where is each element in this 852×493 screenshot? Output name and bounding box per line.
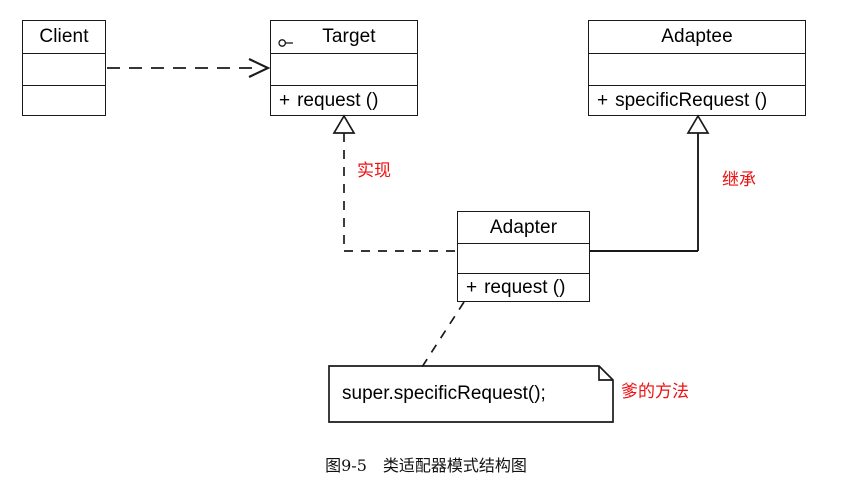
class-attributes-client xyxy=(23,53,105,85)
class-attributes-adaptee xyxy=(589,53,805,85)
interface-lollipop-icon xyxy=(278,32,296,47)
operation-name-adapter: request () xyxy=(484,276,566,298)
class-box-target[interactable]: Target + request () xyxy=(270,20,418,116)
class-box-adapter[interactable]: Adapter + request () xyxy=(457,211,590,302)
annotation-realize: 实现 xyxy=(357,161,391,181)
note-box[interactable]: super.specificRequest(); xyxy=(328,365,614,423)
operation-name-target: request () xyxy=(297,89,379,111)
figure-caption: 图9-5 类适配器模式结构图 xyxy=(325,456,527,475)
class-box-client[interactable]: Client xyxy=(22,20,106,116)
note-text: super.specificRequest(); xyxy=(342,383,546,404)
operation-visibility-adaptee: + xyxy=(597,89,609,111)
annotation-parent-method: 爹的方法 xyxy=(621,382,689,402)
operation-name-adaptee: specificRequest () xyxy=(615,89,768,111)
class-operations-adapter: + request () xyxy=(458,273,589,301)
operation-visibility-adapter: + xyxy=(466,276,478,298)
class-operations-adaptee: + specificRequest () xyxy=(589,85,805,115)
class-name-adapter: Adapter xyxy=(489,216,558,238)
annotation-inherit: 继承 xyxy=(722,170,756,190)
relationship-client-to-target xyxy=(107,58,271,78)
class-operations-target: + request () xyxy=(271,85,417,115)
relationship-adapter-to-note xyxy=(421,301,465,368)
class-attributes-target xyxy=(271,53,417,85)
class-box-adaptee[interactable]: Adaptee + specificRequest () xyxy=(588,20,806,116)
class-name-adaptee: Adaptee xyxy=(661,26,733,47)
relationship-adapter-to-adaptee xyxy=(590,114,710,252)
class-name-target-row: Target xyxy=(271,21,417,53)
class-attributes-adapter xyxy=(458,243,589,273)
relationship-adapter-to-target xyxy=(332,114,457,252)
class-name-client: Client xyxy=(39,26,89,47)
operation-visibility-target: + xyxy=(279,89,291,111)
note-shape xyxy=(328,365,614,423)
class-operations-client xyxy=(23,85,105,115)
class-name-target: Target xyxy=(322,26,376,47)
